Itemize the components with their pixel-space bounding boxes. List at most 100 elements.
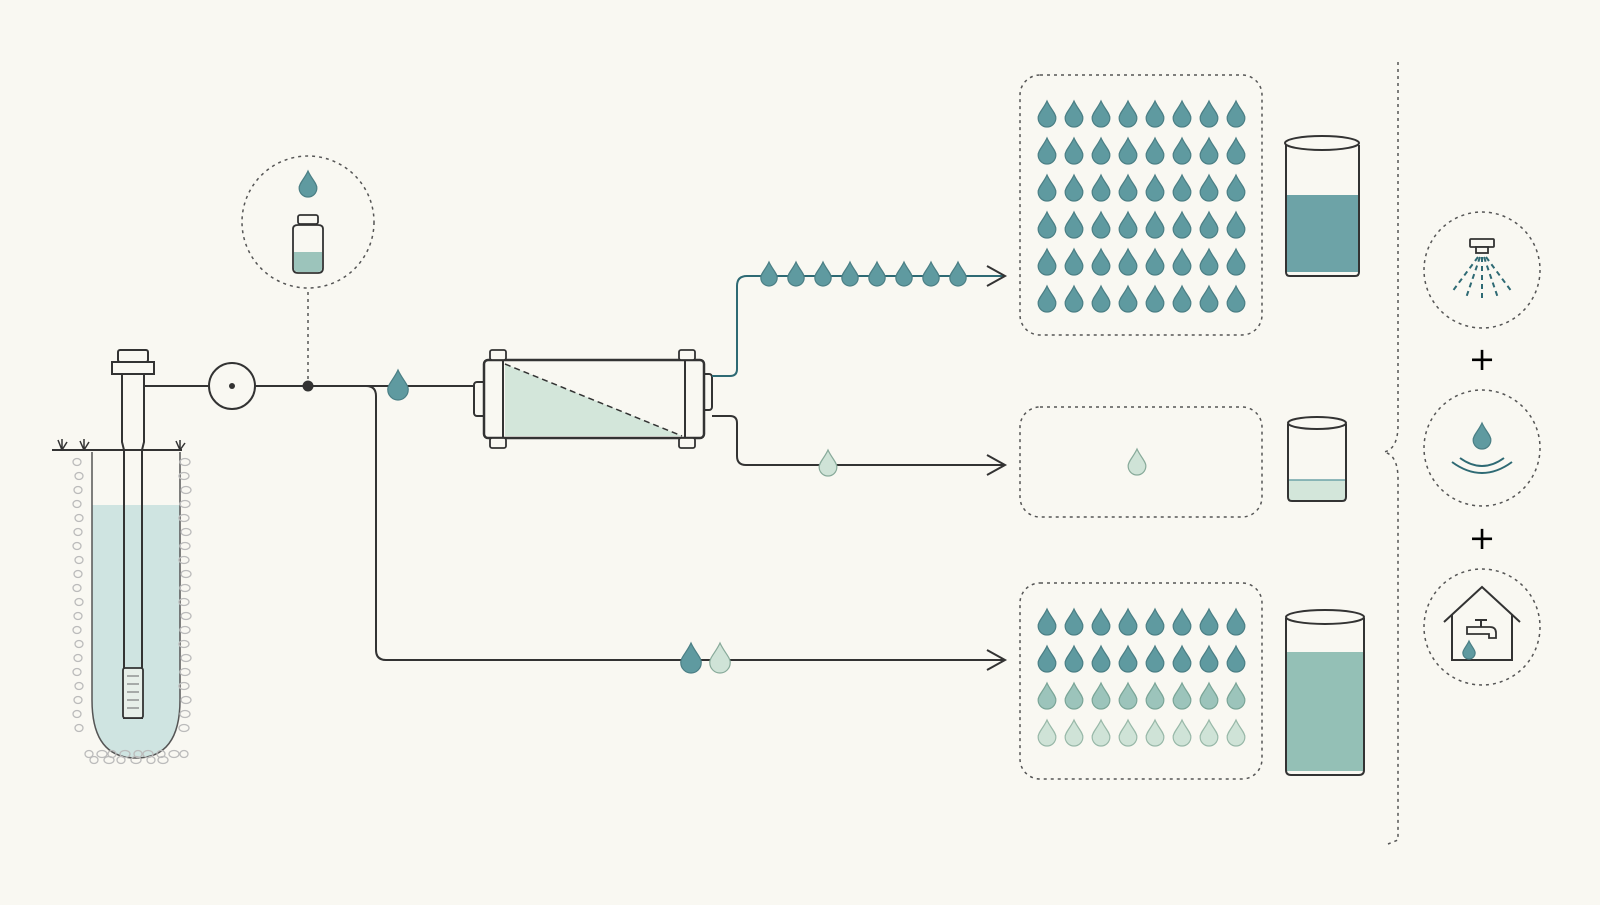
well-screen xyxy=(122,667,144,719)
blend-drop xyxy=(1064,644,1084,673)
gravel-stone xyxy=(72,499,82,509)
gravel-stone xyxy=(179,499,191,509)
sample-drop xyxy=(298,169,318,198)
water-drop-ripple-icon xyxy=(1451,421,1513,474)
blend-drop xyxy=(1064,718,1084,747)
plus-sign-1: + xyxy=(1468,340,1496,378)
concentrate-line xyxy=(712,415,1008,476)
permeate-drop xyxy=(1226,136,1246,165)
permeate-drop xyxy=(1064,173,1084,202)
drop-icon xyxy=(1462,639,1476,660)
permeate-drop xyxy=(1064,99,1084,128)
permeate-drop xyxy=(1037,210,1057,239)
gravel-stone xyxy=(74,597,84,607)
permeate-drop xyxy=(1064,284,1084,313)
gravel-stone xyxy=(72,583,82,593)
gravel-stone xyxy=(72,667,82,677)
blend-drop xyxy=(1091,681,1111,710)
gravel-stone xyxy=(89,755,99,765)
gravel-stone xyxy=(178,597,190,607)
uses-bracket xyxy=(1383,62,1399,845)
permeate-drop xyxy=(1118,173,1138,202)
gravel-stone xyxy=(73,569,83,579)
grass-tufts xyxy=(57,439,186,451)
blend-drop xyxy=(1118,718,1138,747)
gravel-stone xyxy=(73,485,83,495)
concentrate-tank xyxy=(1287,416,1347,502)
water-source xyxy=(1423,389,1541,507)
permeate-drop xyxy=(1145,173,1165,202)
gravel-stone xyxy=(84,749,94,759)
permeate-drop xyxy=(1226,247,1246,276)
blend-drop xyxy=(1091,644,1111,673)
permeate-drop xyxy=(1064,247,1084,276)
tank-level xyxy=(1287,652,1363,771)
blend-drop xyxy=(1037,607,1057,636)
permeate-drop xyxy=(1226,284,1246,313)
blend-drop xyxy=(1118,644,1138,673)
drop-icon xyxy=(1472,421,1492,450)
sample-bottle-icon xyxy=(292,214,324,274)
gravel-stone xyxy=(179,625,191,635)
blend-tank xyxy=(1285,609,1365,776)
permeate-drop xyxy=(1091,210,1111,239)
blend-drop xyxy=(1199,681,1219,710)
gravel-stone xyxy=(133,749,143,759)
permeate-line-drop xyxy=(787,260,805,287)
blend-drop xyxy=(1037,681,1057,710)
gravel-stone xyxy=(179,667,191,677)
permeate-drop xyxy=(1199,136,1219,165)
gravel-stone xyxy=(178,513,190,523)
permeate-box xyxy=(1019,74,1263,336)
permeate-drop xyxy=(1172,99,1192,128)
blend-drop xyxy=(1145,718,1165,747)
gravel-stone xyxy=(180,695,192,705)
permeate-drop xyxy=(1037,136,1057,165)
blend-drop xyxy=(1226,718,1246,747)
gravel-pack xyxy=(72,457,192,765)
sprinkler-icon xyxy=(1451,238,1513,300)
blend-box xyxy=(1019,582,1263,780)
permeate-drop xyxy=(1145,210,1165,239)
borehole-wall xyxy=(91,452,181,759)
gravel-stone xyxy=(74,639,84,649)
permeate-drop xyxy=(1199,284,1219,313)
permeate-drop xyxy=(1199,99,1219,128)
household-supply xyxy=(1423,568,1541,686)
gravel-stone xyxy=(178,681,190,691)
pump-gauge xyxy=(208,362,256,410)
permeate-drop xyxy=(1145,284,1165,313)
permeate-drop xyxy=(1118,136,1138,165)
permeate-drop xyxy=(1037,247,1057,276)
permeate-line-drop xyxy=(895,260,913,287)
permeate-drop xyxy=(1118,210,1138,239)
gravel-stone xyxy=(179,457,191,467)
sample-tap xyxy=(302,380,314,392)
gravel-stone xyxy=(74,681,84,691)
blend-drop xyxy=(1091,607,1111,636)
permeate-drop xyxy=(1172,136,1192,165)
membrane-filter xyxy=(473,349,713,449)
gravel-stone xyxy=(178,555,190,565)
permeate-drop xyxy=(1172,210,1192,239)
gravel-stone xyxy=(74,471,84,481)
permeate-drop xyxy=(1118,284,1138,313)
permeate-drop xyxy=(1037,284,1057,313)
concentrate-drop xyxy=(1127,447,1147,476)
gravel-stone xyxy=(72,457,82,467)
gravel-stone xyxy=(179,749,189,759)
permeate-drop xyxy=(1199,173,1219,202)
permeate-drop xyxy=(1226,99,1246,128)
permeate-drop xyxy=(1118,247,1138,276)
blend-drop xyxy=(1199,644,1219,673)
blend-drop xyxy=(1091,718,1111,747)
blend-drop xyxy=(1226,644,1246,673)
permeate-line-drop xyxy=(922,260,940,287)
gravel-stone xyxy=(72,625,82,635)
blend-drop xyxy=(1172,681,1192,710)
permeate-drop xyxy=(1118,99,1138,128)
house-tap-icon xyxy=(1443,585,1521,661)
gravel-stone xyxy=(180,527,192,537)
permeate-drop xyxy=(1091,284,1111,313)
